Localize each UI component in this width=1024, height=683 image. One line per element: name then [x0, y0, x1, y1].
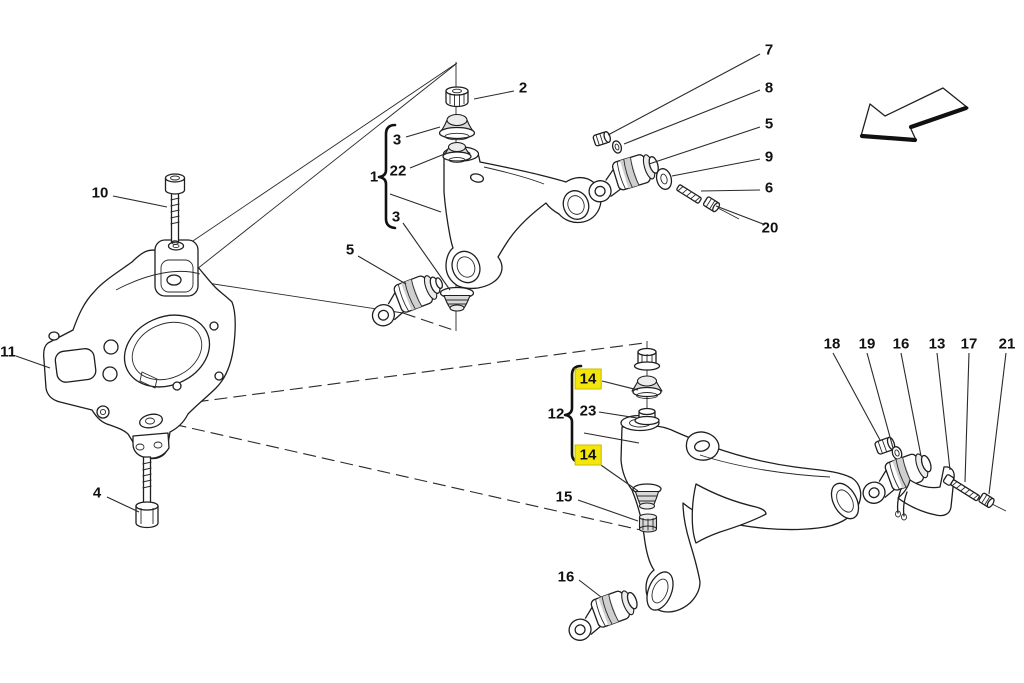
nut-21 — [978, 492, 995, 508]
part-label-1: 1 — [369, 168, 379, 186]
nut-2 — [445, 86, 469, 108]
part-label-7: 7 — [764, 41, 774, 59]
part-label-22: 22 — [389, 162, 407, 180]
part-label-14-upper: 14 — [574, 368, 602, 390]
part-label-18: 18 — [823, 335, 841, 353]
part-label-16-bottom: 16 — [557, 568, 575, 586]
bushing-5-left — [371, 275, 444, 327]
bushing-14-lower — [632, 483, 662, 510]
bolt-17 — [942, 474, 980, 502]
part-label-23: 23 — [579, 402, 597, 420]
knuckle-lower-mount — [132, 432, 170, 459]
bushing-16-bottom — [568, 590, 638, 641]
part-label-6: 6 — [764, 179, 774, 197]
part-label-9: 9 — [764, 148, 774, 166]
ring-15 — [638, 513, 658, 533]
part-label-11: 11 — [0, 343, 16, 361]
washer-8 — [611, 140, 623, 154]
direction-arrow-icon — [859, 87, 969, 143]
part-label-5-left: 5 — [345, 241, 355, 259]
part-label-3-lower: 3 — [391, 208, 401, 226]
part-label-17: 17 — [960, 335, 978, 353]
part-label-16-right: 16 — [892, 335, 910, 353]
bolt-10 — [164, 173, 186, 245]
part-label-8: 8 — [764, 79, 774, 97]
nut-20 — [702, 196, 721, 213]
part-label-15: 15 — [555, 488, 573, 506]
lower-control-arm — [620, 414, 862, 613]
bushing-16-right — [862, 453, 932, 504]
bushing-5-right — [588, 154, 659, 203]
leader-lines — [15, 53, 1007, 598]
bushing-3-upper — [438, 113, 476, 141]
part-label-2: 2 — [518, 79, 528, 97]
steering-knuckle — [42, 239, 236, 460]
nut-7 — [592, 131, 611, 147]
part-label-12: 12 — [547, 405, 565, 423]
bracket-13 — [895, 466, 955, 521]
stud-6 — [676, 184, 702, 204]
part-label-13: 13 — [928, 335, 946, 353]
bushing-3-lower — [439, 286, 475, 312]
part-label-4: 4 — [92, 484, 102, 502]
bushing-23 — [634, 407, 660, 426]
part-label-14-lower: 14 — [574, 444, 602, 466]
bracket-group-12 — [563, 364, 583, 464]
part-label-3-upper: 3 — [392, 131, 402, 149]
bolt-4 — [135, 456, 159, 529]
bushing-14-upper — [631, 375, 663, 399]
part-label-21: 21 — [998, 335, 1016, 353]
upper-control-arm — [442, 146, 602, 290]
part-label-5-right: 5 — [764, 115, 774, 133]
part-label-10: 10 — [91, 184, 109, 202]
part-label-20: 20 — [761, 219, 779, 237]
sleeve-bushing-top — [633, 347, 661, 371]
part-label-19: 19 — [858, 335, 876, 353]
bushing-22 — [442, 141, 472, 163]
group-brackets — [377, 123, 583, 464]
bracket-group-1 — [377, 123, 397, 230]
washer-9 — [655, 168, 673, 190]
